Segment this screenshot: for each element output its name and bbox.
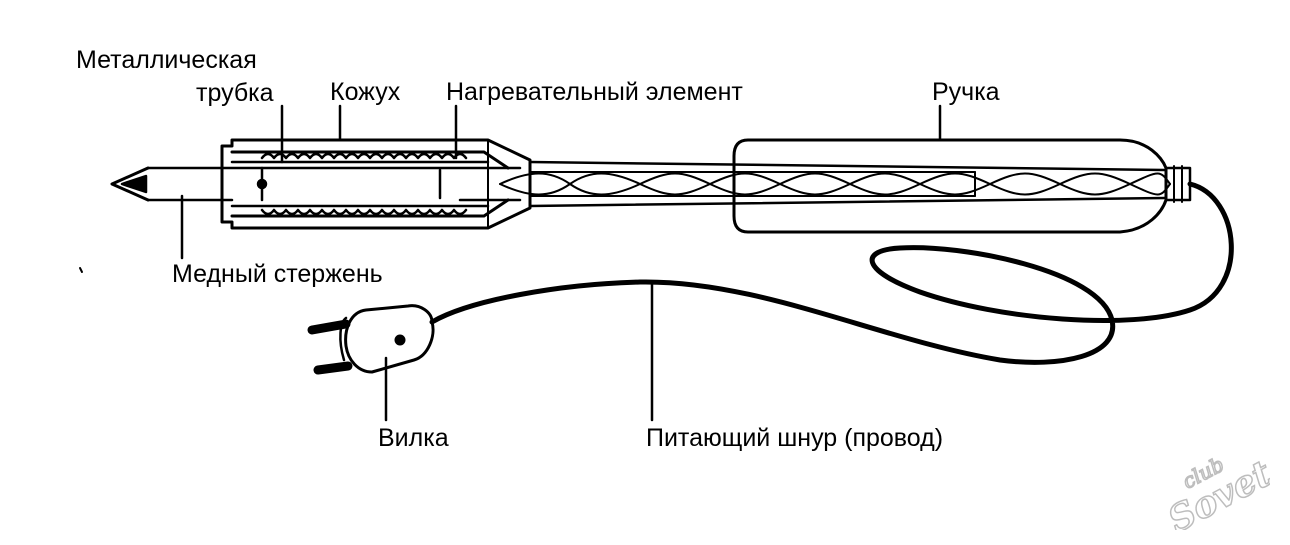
club-sovet-watermark-logo: club Sovet [1161,451,1270,530]
label-plug: Вилка [378,424,449,452]
label-power-cord: Питающий шнур (провод) [646,424,944,452]
label-handle: Ручка [932,78,1000,106]
casing [220,138,532,230]
shaft [528,160,1167,208]
copper-rod [110,166,522,202]
label-metal-tube-line1: Металлическая [76,46,257,74]
leader-lines [180,104,942,422]
plug [307,304,435,375]
label-metal-tube-line2: трубка [196,79,274,107]
label-casing: Кожух [330,78,401,106]
handle [732,138,1192,234]
power-cord [429,181,1234,365]
twisted-wires [499,172,1171,196]
label-metal-tube: Металлическая трубка [76,44,274,110]
heating-element-coil [256,152,468,216]
label-copper-rod: Медный стержень [172,260,383,288]
label-heating-element: Нагревательный элемент [446,78,743,106]
